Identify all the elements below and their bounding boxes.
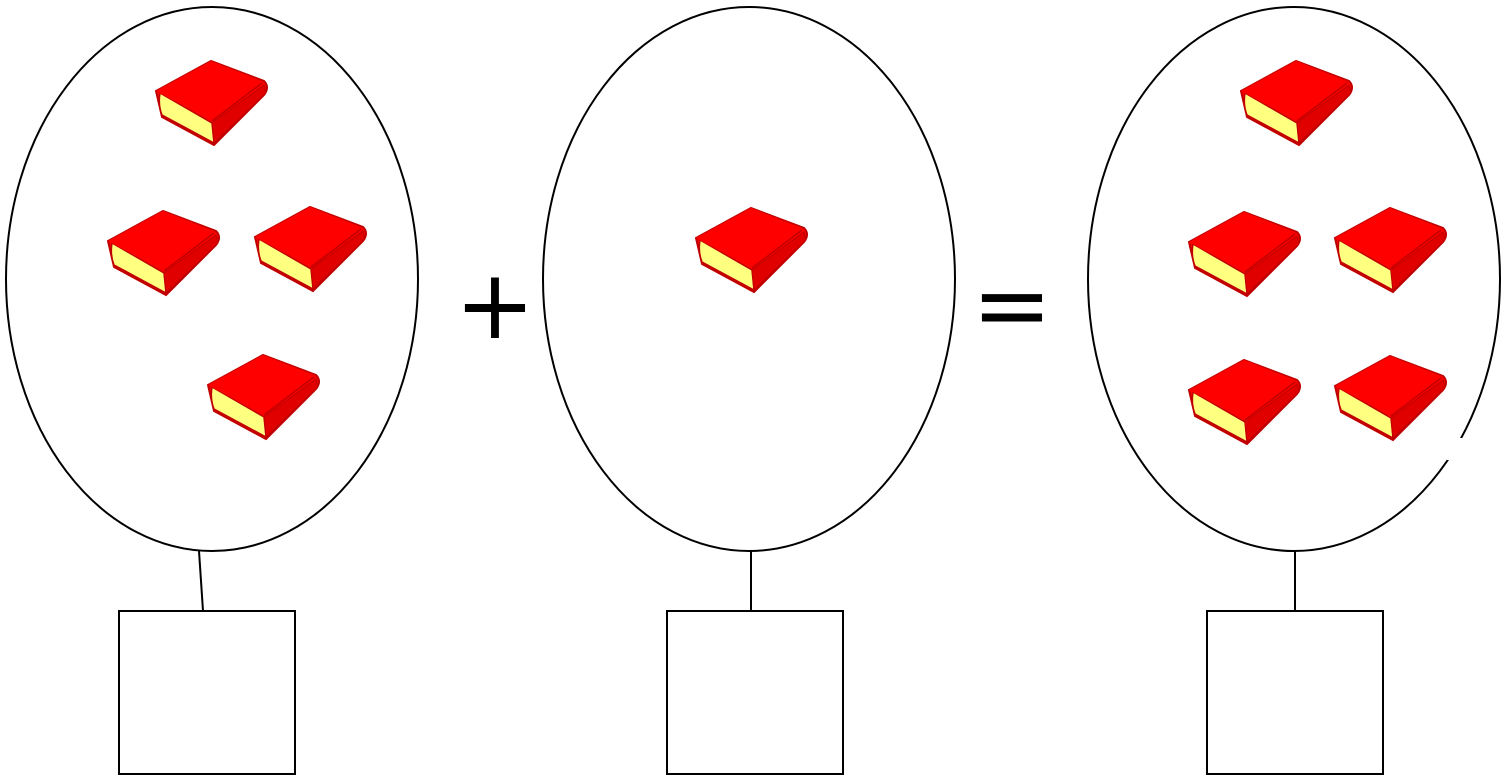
book-icon (107, 210, 220, 296)
set-ellipse-2 (542, 6, 956, 552)
ellipse-gap (1447, 438, 1463, 460)
connector-line-1 (198, 550, 204, 612)
group-1 (5, 6, 419, 775)
book-icon (695, 207, 808, 293)
set-ellipse-1 (5, 6, 419, 552)
group-3 (1087, 6, 1501, 775)
equals-sign: = (972, 249, 1052, 361)
answer-box-1[interactable] (118, 610, 296, 775)
book-icon (1188, 211, 1301, 297)
book-icon (1334, 355, 1447, 441)
book-icon (1240, 60, 1353, 146)
plus-sign: + (455, 249, 535, 361)
answer-box-2[interactable] (666, 610, 844, 775)
book-icon (1334, 207, 1447, 293)
group-2 (542, 6, 956, 775)
answer-box-3[interactable] (1206, 610, 1384, 775)
book-icon (1188, 359, 1301, 445)
book-icon (254, 206, 367, 292)
book-icon (207, 354, 320, 440)
book-icon (155, 60, 268, 146)
